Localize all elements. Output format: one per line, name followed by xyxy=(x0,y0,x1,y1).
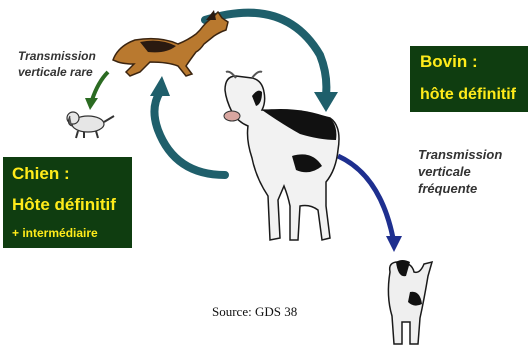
cow-icon xyxy=(223,70,340,241)
chien-box: Chien : Hôte définitif + intermédiaire xyxy=(3,157,132,248)
chien-box-role: Hôte définitif xyxy=(12,195,116,214)
label-transmission-frequente: Transmission verticale fréquente xyxy=(418,146,502,197)
label-transmission-frequente-line1: Transmission xyxy=(418,147,503,162)
chien-box-extra: + intermédiaire xyxy=(12,226,98,240)
calf-icon xyxy=(387,260,434,345)
bovin-box-role: hôte définitif xyxy=(420,86,516,103)
arrow-cow-to-dog-head xyxy=(150,76,170,96)
source-caption: Source: GDS 38 xyxy=(212,304,298,319)
label-transmission-rare: Transmission verticale rare xyxy=(18,48,96,80)
chien-box-title: Chien : xyxy=(12,164,70,183)
blue-arrow xyxy=(336,153,402,252)
arrow-cow-to-dog xyxy=(150,88,229,179)
bovin-box-title: Bovin : xyxy=(420,52,478,71)
arrow-dog-to-cow-head xyxy=(314,92,338,112)
label-transmission-rare-line2: verticale rare xyxy=(18,65,93,79)
arrow-dog-to-cow xyxy=(201,8,331,99)
label-transmission-rare-line1: Transmission xyxy=(18,49,96,63)
green-arrow xyxy=(85,70,110,110)
label-transmission-frequente-line3: fréquente xyxy=(418,181,478,196)
bovin-box: Bovin : hôte définitif xyxy=(410,46,528,112)
puppy-icon xyxy=(66,111,115,139)
cycle-arrows xyxy=(150,8,338,179)
dog-running-icon xyxy=(112,10,229,77)
label-transmission-frequente-line2: verticale xyxy=(418,164,471,179)
